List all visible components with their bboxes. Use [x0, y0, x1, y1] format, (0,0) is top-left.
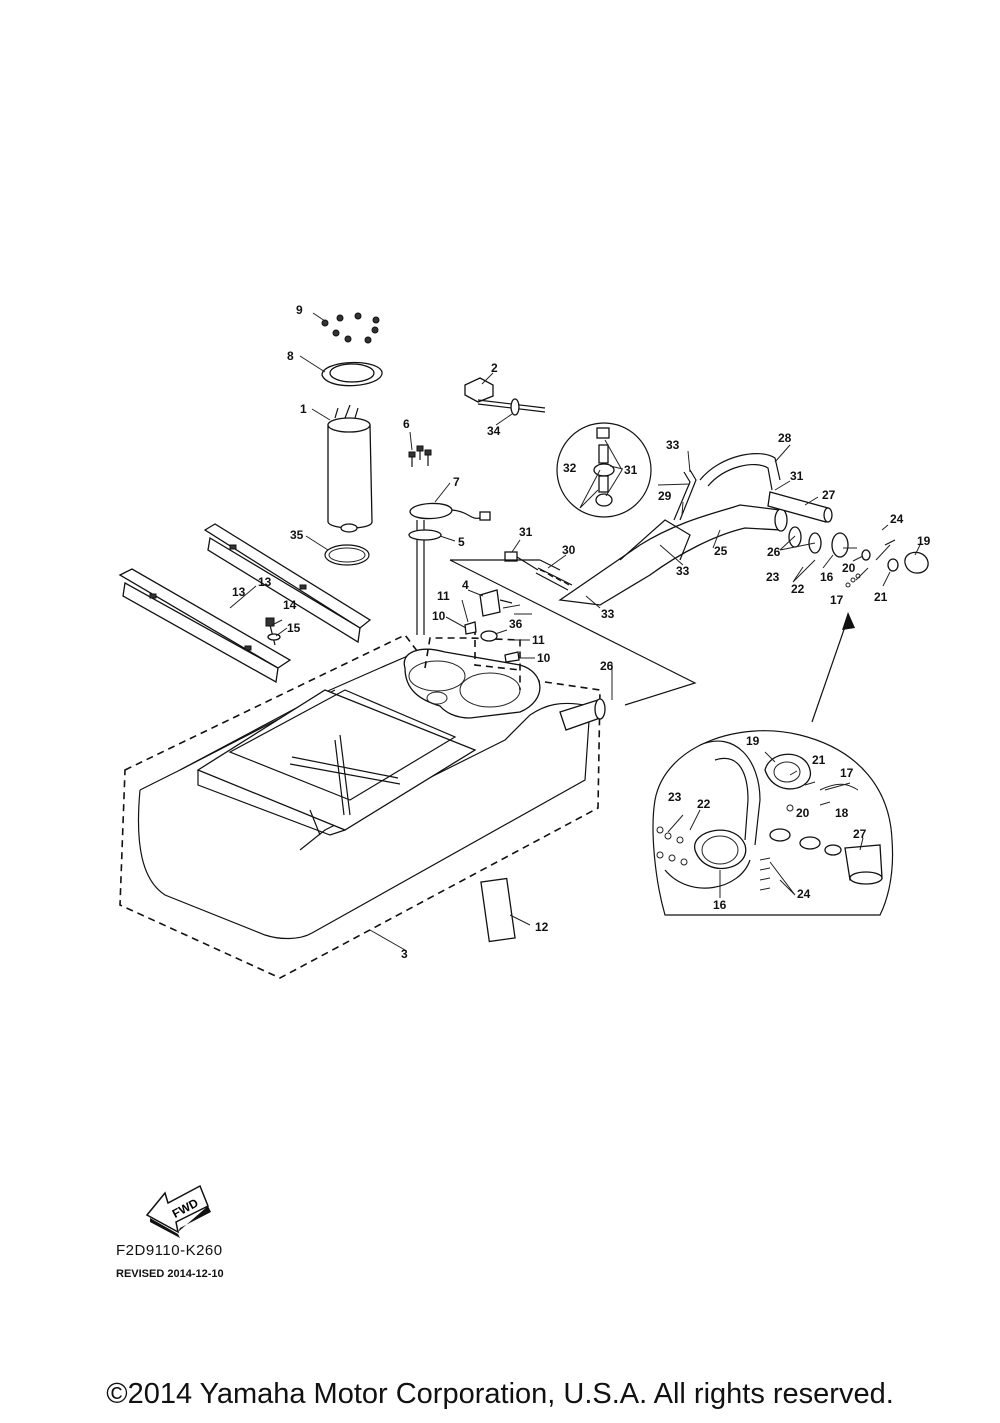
callout-17-top: 17 — [830, 593, 844, 607]
callout-32: 32 — [563, 461, 577, 475]
callout-34: 34 — [487, 424, 501, 438]
callout-22-top: 22 — [791, 582, 805, 596]
callout-3: 3 — [401, 947, 408, 961]
fuel-pump — [327, 404, 373, 533]
pump-gasket — [324, 544, 370, 566]
callout-23-detail: 23 — [668, 790, 682, 804]
callout-21-top: 21 — [874, 590, 888, 604]
copyright-notice: ©2014 Yamaha Motor Corporation, U.S.A. A… — [106, 1378, 894, 1410]
callout-1: 1 — [300, 402, 307, 416]
screws — [321, 312, 380, 344]
callout-16-top: 16 — [820, 570, 834, 584]
callout-8: 8 — [287, 349, 294, 363]
callout-31-hose: 31 — [519, 525, 533, 539]
callout-2: 2 — [491, 361, 498, 375]
callout-33-top: 33 — [666, 438, 680, 452]
callout-31-right: 31 — [790, 469, 804, 483]
warning-label — [480, 877, 516, 943]
filler-detail — [656, 740, 883, 891]
hose-joint — [593, 427, 615, 507]
callout-31-detail: 31 — [624, 463, 638, 477]
forward-direction-arrow: FWD — [145, 1184, 211, 1238]
callout-19-top: 19 — [917, 534, 931, 548]
breather-hose — [504, 551, 573, 591]
callout-35: 35 — [290, 528, 304, 542]
callout-33-lower: 33 — [601, 607, 615, 621]
callout-23-top: 23 — [766, 570, 780, 584]
valve-assembly — [464, 589, 520, 663]
callout-4: 4 — [462, 578, 469, 592]
callout-14: 14 — [283, 598, 297, 612]
callout-20-top: 20 — [842, 561, 856, 575]
callout-13-front: 13 — [232, 585, 246, 599]
callout-29: 29 — [658, 489, 672, 503]
callout-21-detail: 21 — [812, 753, 826, 767]
callout-33-mid: 33 — [676, 564, 690, 578]
callout-5: 5 — [458, 535, 465, 549]
detail-view-hose-joint — [556, 422, 652, 518]
callout-7: 7 — [453, 475, 460, 489]
callout-10-bottom: 10 — [537, 651, 551, 665]
filler-hose — [558, 453, 788, 606]
fuel-tank — [119, 633, 606, 979]
pump-flange — [321, 361, 383, 387]
leader-lines — [229, 312, 921, 951]
callout-17-detail: 17 — [840, 766, 854, 780]
callout-26-tank: 26 — [600, 659, 614, 673]
callout-28: 28 — [778, 431, 792, 445]
callout-6: 6 — [403, 417, 410, 431]
callout-20-detail: 20 — [796, 806, 810, 820]
callout-24-detail: 24 — [797, 887, 811, 901]
mounting-rail-front — [118, 568, 292, 684]
bolt-34 — [477, 398, 546, 416]
callout-24-top: 24 — [890, 512, 904, 526]
revision-date: REVISED 2014-12-10 — [116, 1268, 224, 1280]
callout-26-cap: 26 — [767, 545, 781, 559]
callout-27-top: 27 — [822, 488, 836, 502]
callout-36: 36 — [509, 617, 523, 631]
callout-16-detail: 16 — [713, 898, 727, 912]
callout-labels: 9 8 1 2 34 6 7 5 35 4 11 10 36 11 10 31 … — [232, 303, 931, 961]
callout-11-bottom: 11 — [532, 633, 545, 647]
drawing-code: F2D9110-K260 — [116, 1242, 223, 1259]
mounting-rail-rear — [203, 523, 372, 644]
callout-11-top: 11 — [437, 589, 450, 603]
callout-15: 15 — [287, 621, 301, 635]
filler-cap-assembly — [788, 526, 929, 588]
callout-27-detail: 27 — [853, 827, 867, 841]
callout-19-detail: 19 — [746, 734, 760, 748]
clamp-block — [464, 377, 494, 403]
sender-bolts — [408, 445, 432, 467]
fuel-sender — [408, 502, 491, 635]
callout-12: 12 — [535, 920, 549, 934]
callout-22-detail: 22 — [697, 797, 711, 811]
callout-30: 30 — [562, 543, 576, 557]
detail-view-filler — [652, 730, 894, 916]
callout-18: 18 — [835, 806, 849, 820]
callout-10-top: 10 — [432, 609, 446, 623]
callout-25: 25 — [714, 544, 728, 558]
callout-9: 9 — [296, 303, 303, 317]
callout-13-rear: 13 — [258, 575, 272, 589]
